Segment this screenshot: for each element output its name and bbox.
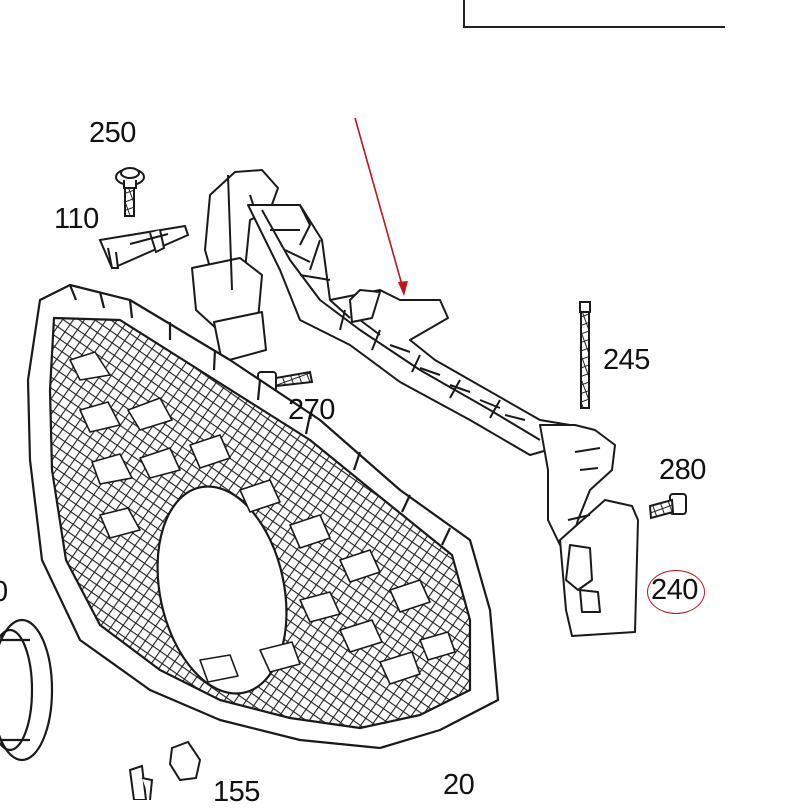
bolt-280 [648, 493, 687, 520]
callout-270: 270 [288, 394, 335, 426]
clip-110 [98, 224, 190, 270]
support-bracket [191, 169, 639, 637]
screw-250 [115, 167, 145, 217]
ring-part [0, 618, 54, 762]
callout-245: 245 [603, 344, 650, 376]
bolt-245 [579, 301, 591, 409]
callout-250: 250 [89, 117, 136, 149]
callout-110: 110 [54, 203, 99, 235]
pointer-arrow [354, 117, 408, 296]
highlight-circle-240 [647, 570, 705, 614]
callout-280: 280 [659, 454, 706, 486]
clip-155 [128, 740, 202, 800]
callout-20: 20 [443, 769, 475, 801]
radiator-grille [26, 283, 500, 750]
callout-0: 0 [0, 578, 8, 607]
title-frame [463, 0, 725, 28]
callout-155: 155 [213, 776, 260, 808]
